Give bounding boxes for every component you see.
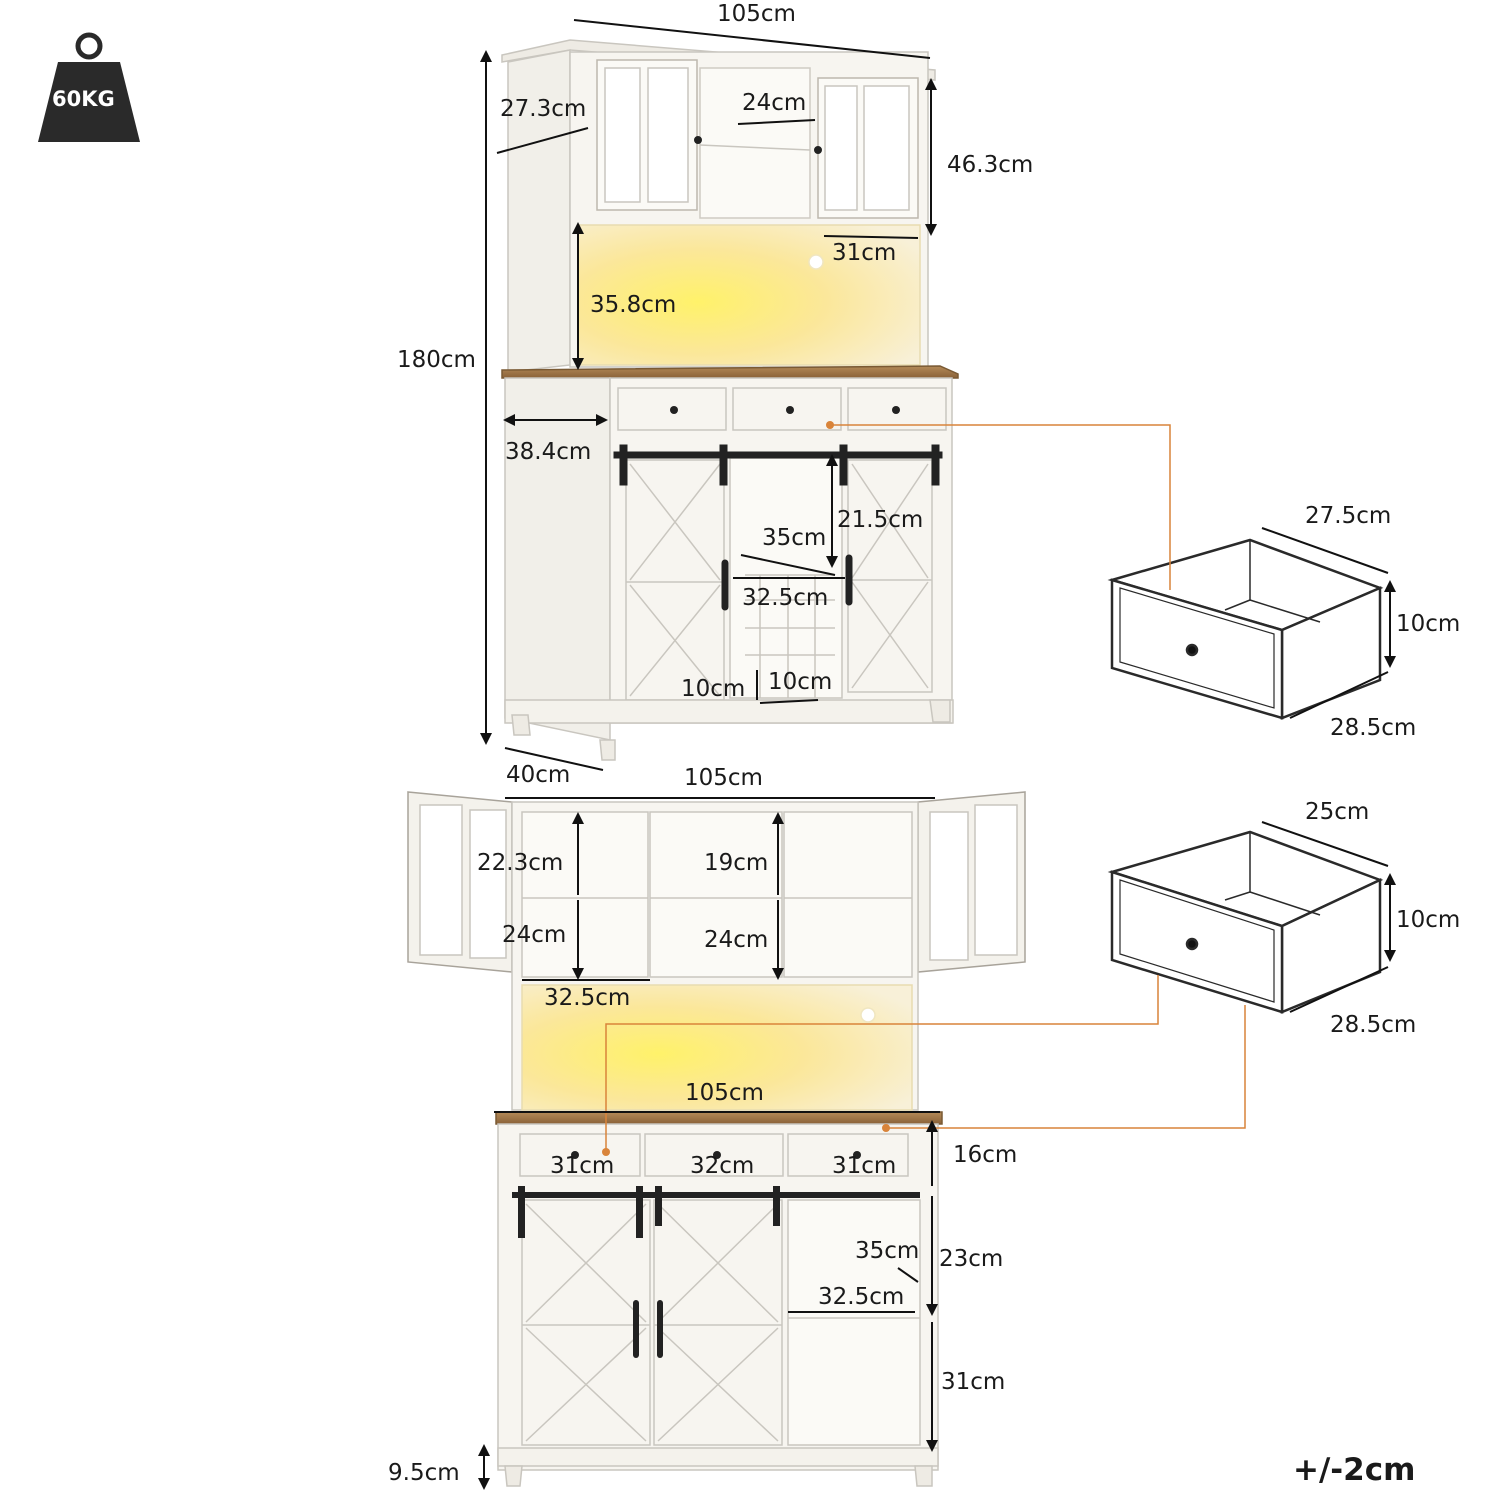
- leg-height-label: 9.5cm: [388, 1460, 460, 1486]
- hutch-depth-label: 27.3cm: [500, 96, 587, 122]
- drawer-large-width-label: 28.5cm: [1330, 715, 1417, 741]
- callout-lines: [605, 424, 1246, 1152]
- open-width-label: 32.5cm: [818, 1284, 905, 1310]
- open-upper-height-label: 23cm: [939, 1246, 1004, 1272]
- open-depth-label: 35cm: [855, 1238, 920, 1264]
- dimension-arrowheads: [478, 50, 1396, 1490]
- drawer-small-diagram: [1107, 830, 1384, 1014]
- counter-width-label: 105cm: [685, 1080, 764, 1106]
- weight-icon: [38, 32, 140, 142]
- bottom-width-label: 105cm: [684, 765, 763, 791]
- shelf-upper-left-label: 22.3cm: [477, 850, 564, 876]
- drawer-small-height-label: 10cm: [1396, 907, 1461, 933]
- tolerance-label: +/-2cm: [1293, 1452, 1416, 1488]
- drawer-row-height-label: 16cm: [953, 1142, 1018, 1168]
- bottom-barn-hardware: [512, 1186, 920, 1358]
- drawer-small-width-label: 28.5cm: [1330, 1012, 1417, 1038]
- top-barn-hardware: [613, 136, 943, 611]
- weight-label: 60KG: [52, 87, 115, 111]
- total-height-label: 180cm: [397, 347, 476, 373]
- total-depth-label: 40cm: [506, 762, 571, 788]
- drawer-mid-width-label: 32cm: [690, 1153, 755, 1179]
- open-lower-height-label: 31cm: [941, 1369, 1006, 1395]
- base-depth-label: 38.4cm: [505, 439, 592, 465]
- drawer-right-width-label: 31cm: [832, 1153, 897, 1179]
- shelf-lower-mid-label: 24cm: [704, 927, 769, 953]
- drawer-small-depth-label: 25cm: [1305, 799, 1370, 825]
- hutch-height-label: 46.3cm: [947, 152, 1034, 178]
- wine-top-width-label: 35cm: [762, 525, 827, 551]
- cell-width-label: 10cm: [768, 669, 833, 695]
- drawer-large-diagram: [1107, 538, 1384, 720]
- shelf-depth-label: 31cm: [832, 240, 897, 266]
- top-width-label: 105cm: [717, 1, 796, 27]
- middle-gap-label: 24cm: [742, 90, 807, 116]
- bottom-cabinet-view: [407, 791, 1026, 1487]
- dimension-lines: [483, 19, 1391, 1486]
- drawer-left-width-label: 31cm: [550, 1153, 615, 1179]
- top-cabinet-view: [501, 39, 959, 761]
- led-height-label: 35.8cm: [590, 292, 677, 318]
- drawer-large-depth-label: 27.5cm: [1305, 503, 1392, 529]
- shelf-upper-mid-label: 19cm: [704, 850, 769, 876]
- drawer-large-height-label: 10cm: [1396, 611, 1461, 637]
- wine-bottom-width-label: 32.5cm: [742, 585, 829, 611]
- wine-height-label: 21.5cm: [837, 507, 924, 533]
- callout-dots: [602, 421, 890, 1156]
- shelf-lower-left-label: 24cm: [502, 922, 567, 948]
- cell-height-label: 10cm: [681, 676, 746, 702]
- shelf-width-label: 32.5cm: [544, 985, 631, 1011]
